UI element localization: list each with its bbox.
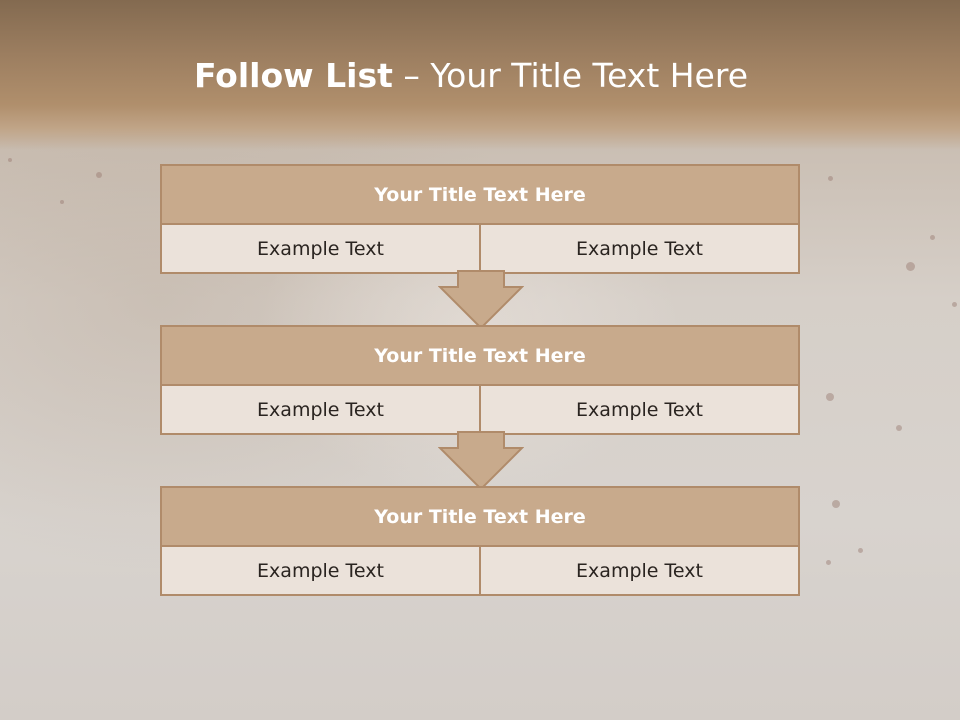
step-right-cell: Example Text: [479, 547, 798, 594]
background-speck: [896, 425, 902, 431]
step-row: Example Text Example Text: [162, 225, 798, 272]
step-left-cell: Example Text: [257, 237, 384, 260]
slide-title: Follow List – Your Title Text Here: [0, 56, 942, 96]
slide-title-bold: Follow List: [193, 56, 393, 95]
step-box-1: Your Title Text Here Example Text Exampl…: [160, 164, 800, 274]
step-left-cell: Example Text: [257, 398, 384, 421]
background-speck: [828, 176, 833, 181]
step-heading: Your Title Text Here: [162, 488, 798, 547]
background-speck: [858, 548, 863, 553]
down-arrow-icon: [438, 431, 524, 491]
background-speck: [832, 500, 840, 508]
background-speck: [60, 200, 64, 204]
header-band: [0, 0, 960, 150]
down-arrow-icon: [438, 270, 524, 330]
step-right-cell: Example Text: [479, 225, 798, 272]
background-speck: [826, 393, 834, 401]
background-speck: [952, 302, 957, 307]
step-right-cell: Example Text: [479, 386, 798, 433]
background-speck: [906, 262, 915, 271]
background-speck: [8, 158, 12, 162]
step-heading: Your Title Text Here: [162, 327, 798, 386]
step-row: Example Text Example Text: [162, 547, 798, 594]
background-speck: [826, 560, 831, 565]
step-box-2: Your Title Text Here Example Text Exampl…: [160, 325, 800, 435]
step-row: Example Text Example Text: [162, 386, 798, 433]
background-speck: [930, 235, 935, 240]
slide-title-rest: – Your Title Text Here: [403, 56, 749, 95]
background-speck: [96, 172, 102, 178]
step-box-3: Your Title Text Here Example Text Exampl…: [160, 486, 800, 596]
step-left-cell: Example Text: [257, 559, 384, 582]
step-heading: Your Title Text Here: [162, 166, 798, 225]
